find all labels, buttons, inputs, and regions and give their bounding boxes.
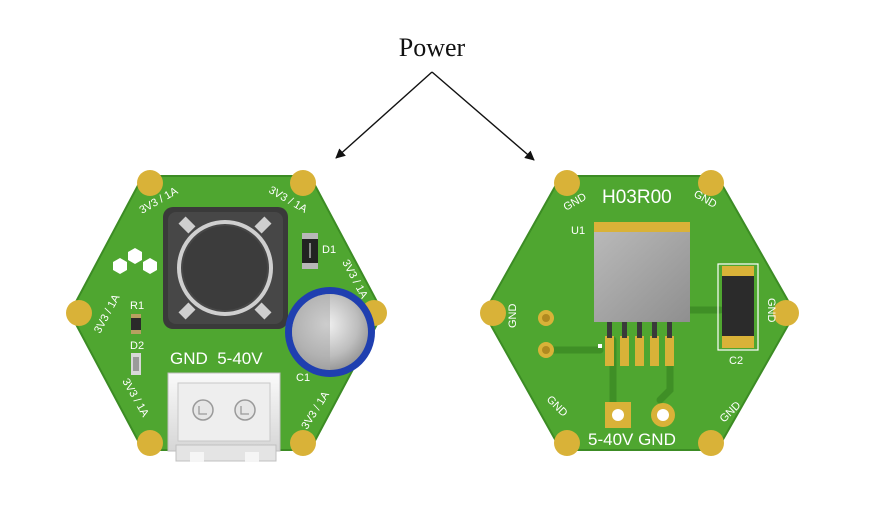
ref-d1: D1 <box>322 244 336 256</box>
ref-c2: C2 <box>729 355 743 367</box>
inductor <box>163 207 288 329</box>
right-label-right: GND <box>765 298 777 323</box>
power-connector <box>167 372 281 462</box>
right-label-left: GND <box>507 304 519 329</box>
capacitor-c1 <box>285 287 375 377</box>
led-d2 <box>131 353 141 375</box>
left-corner-pads <box>66 170 387 456</box>
input-pads <box>605 402 675 428</box>
left-board: 3V3 / 1A 3V3 / 1A 3V3 / 1A 3V3 / 1A 3V3 … <box>66 170 387 462</box>
diode-d1 <box>302 233 318 269</box>
ref-u1: U1 <box>571 225 585 237</box>
hexagon-logo <box>113 248 157 274</box>
arrow-right <box>431 71 535 161</box>
connector-label: GND 5-40V <box>170 349 263 368</box>
ref-d2: D2 <box>130 340 144 352</box>
pad-label: 5-40V GND <box>588 430 676 449</box>
resistor-r1 <box>131 314 141 334</box>
vias <box>538 310 554 358</box>
right-board: H03R00 U1 C2 GND GND GND GND GND GND 5-4… <box>480 170 799 456</box>
diagram-title: Power <box>399 33 466 62</box>
ref-c1: C1 <box>296 372 310 384</box>
component-c2 <box>717 263 759 351</box>
regulator-u1 <box>594 222 690 366</box>
ref-r1: R1 <box>130 300 144 312</box>
part-number: H03R00 <box>602 187 672 208</box>
arrow-left <box>335 71 433 159</box>
right-corner-pads <box>480 170 799 456</box>
